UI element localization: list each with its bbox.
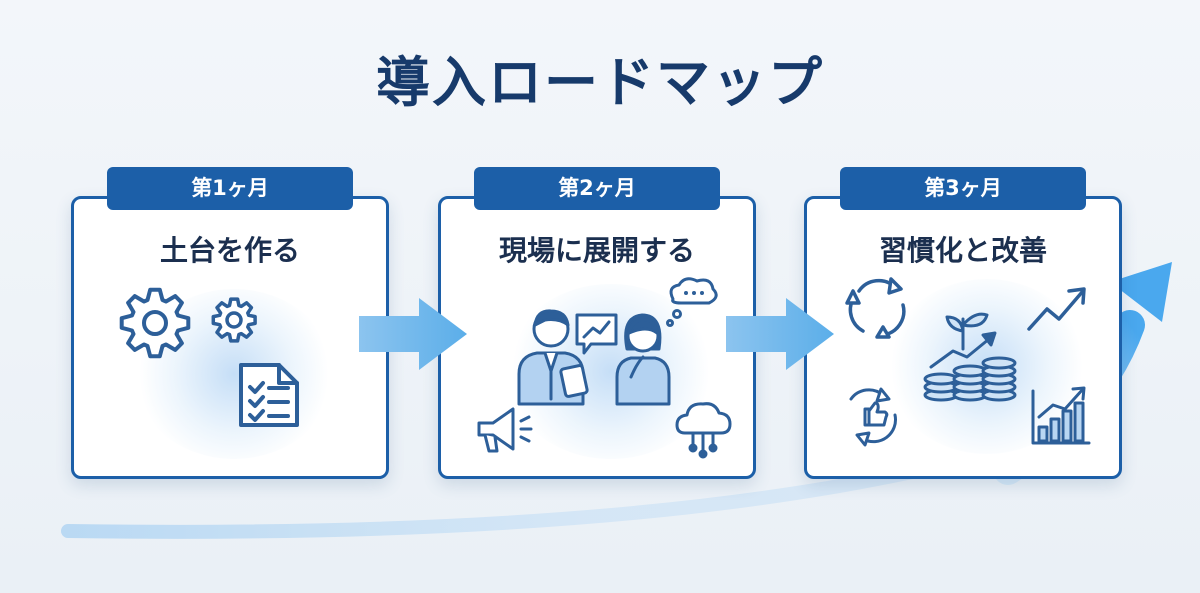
- phase-3-heading: 習慣化と改善: [878, 234, 1047, 267]
- phase-3-illustration: [845, 277, 1091, 447]
- cloud-network-icon: [675, 402, 732, 459]
- phase-2-card: 現場に展開する: [438, 196, 756, 479]
- phase-3-card: 習慣化と改善: [804, 196, 1122, 479]
- trend-arrow-icon: [1027, 287, 1086, 331]
- phase-2-heading: 現場に展開する: [498, 234, 695, 267]
- phase-1-tab: 第1ヶ月: [107, 167, 353, 210]
- document-checklist-icon: [239, 363, 299, 427]
- phase-1-card: 土台を作る: [71, 196, 389, 479]
- thought-cloud-icon: [666, 277, 718, 327]
- phase-2-tab: 第2ヶ月: [474, 167, 720, 210]
- growth-coins-icon: [923, 312, 1017, 402]
- cycle-icon: [845, 277, 906, 339]
- phase-3-tab: 第3ヶ月: [840, 167, 1086, 210]
- page-title: 導入ロードマップ: [376, 51, 824, 114]
- big-growth-arrowhead: [1110, 262, 1172, 322]
- bar-chart-icon: [1031, 386, 1091, 445]
- phase-1-to-2-arrow: [359, 298, 467, 370]
- phase-1-illustration: [119, 287, 299, 427]
- phase-1-heading: 土台を作る: [159, 234, 300, 267]
- chat-bubble-icon: [575, 313, 618, 355]
- megaphone-icon: [477, 407, 533, 453]
- small-gear-icon: [211, 297, 257, 343]
- phase-2-illustration: [477, 277, 732, 459]
- phase-2-to-3-arrow: [726, 298, 834, 370]
- team-icon: [517, 309, 671, 406]
- thumbs-up-icon: [849, 387, 897, 447]
- gear-icon: [119, 287, 191, 359]
